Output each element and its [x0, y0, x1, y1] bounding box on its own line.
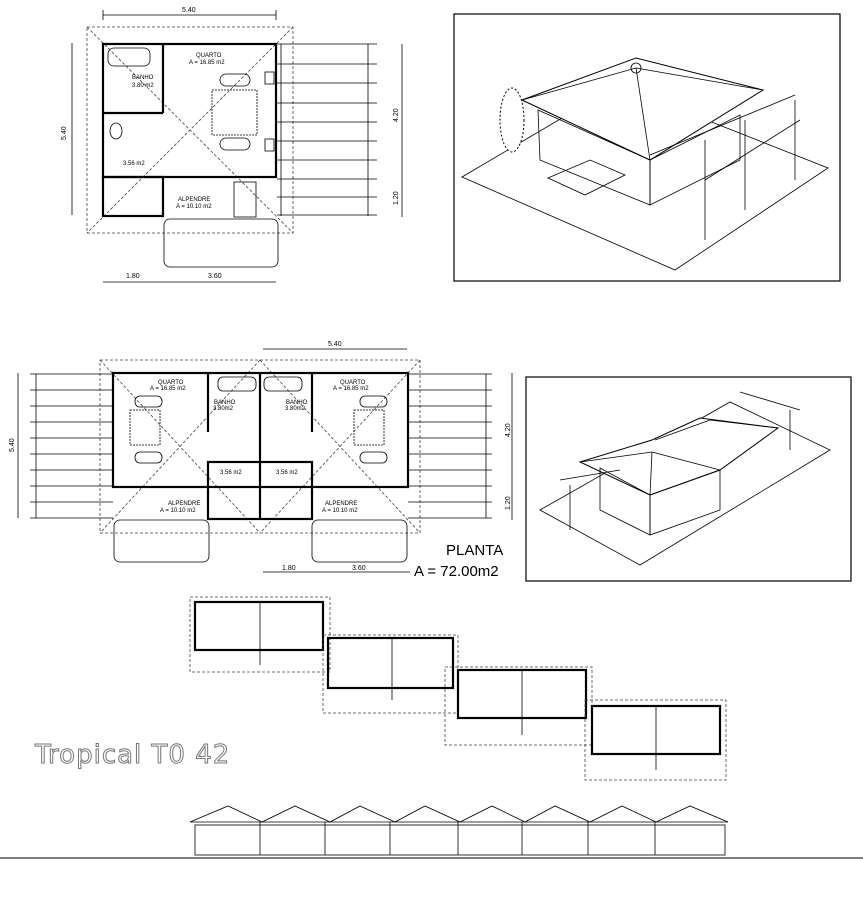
- quarto-label-left: QUARTO: [158, 380, 184, 386]
- site-plan-row: [189, 596, 727, 781]
- dim-right-upper-2: 4.20: [505, 423, 512, 437]
- pergola-right: [408, 373, 492, 519]
- alpendre-label: ALPENDRE: [178, 197, 210, 203]
- single-unit-floor-plan: 5.40 5.40 4.20 1.20 1.80 3.60 QUAR: [61, 7, 403, 283]
- dim-bottom-right: 3.60: [208, 273, 222, 280]
- dim-left: 5.40: [61, 126, 68, 140]
- planta-area: A = 72.00m2: [414, 563, 499, 580]
- quarto-label: QUARTO: [196, 53, 222, 59]
- alpendre-label-left: ALPENDRE: [168, 501, 200, 507]
- double-unit-floor-plan: 5.40 5.40: [9, 341, 513, 580]
- hall-area-right: 3.56 m2: [276, 470, 298, 476]
- quarto-area-left: A = 16.85 m2: [150, 386, 186, 392]
- quarto-area: A = 16.85 m2: [189, 60, 225, 66]
- dim-top-2: 5.40: [328, 341, 342, 348]
- isometric-view-single: [453, 13, 841, 282]
- banho-area: 3.80 m2: [132, 83, 154, 89]
- pergola: [277, 43, 377, 216]
- dim-right-lower-2: 1.20: [505, 496, 512, 510]
- alpendre-area-left: A = 10.10 m2: [160, 508, 196, 514]
- dim-bottom-left-2: 1.80: [282, 565, 296, 572]
- alpendre-label-right: ALPENDRE: [325, 501, 357, 507]
- banho-label-left: BANHO: [214, 400, 236, 406]
- dim-right-upper: 4.20: [393, 108, 400, 122]
- banho-label: BANHO: [132, 75, 154, 81]
- alpendre-area-right: A = 10.10 m2: [322, 508, 358, 514]
- dim-left-2: 5.40: [9, 438, 16, 452]
- dim-right-lower: 1.20: [393, 191, 400, 205]
- alpendre-area: A = 10.10 m2: [176, 204, 212, 210]
- dim-bottom-left: 1.80: [126, 273, 140, 280]
- project-title: Tropical T0 42: [34, 740, 230, 770]
- banho-label-right: BANHO: [286, 400, 308, 406]
- banho-area-right: 3.80m2: [285, 406, 306, 412]
- quarto-label-right: QUARTO: [340, 380, 366, 386]
- isometric-view-double: [525, 376, 852, 582]
- hall-area-left: 3.56 m2: [220, 470, 242, 476]
- pergola-left: [30, 373, 113, 519]
- planta-label: PLANTA: [446, 542, 503, 559]
- quarto-area-right: A = 16.85 m2: [333, 386, 369, 392]
- dim-top: 5.40: [182, 7, 196, 14]
- hall-area: 3.56 m2: [123, 161, 145, 167]
- dim-bottom-right-2: 3.60: [352, 565, 366, 572]
- front-elevation: [0, 805, 863, 859]
- banho-area-left: 3.80m2: [213, 406, 234, 412]
